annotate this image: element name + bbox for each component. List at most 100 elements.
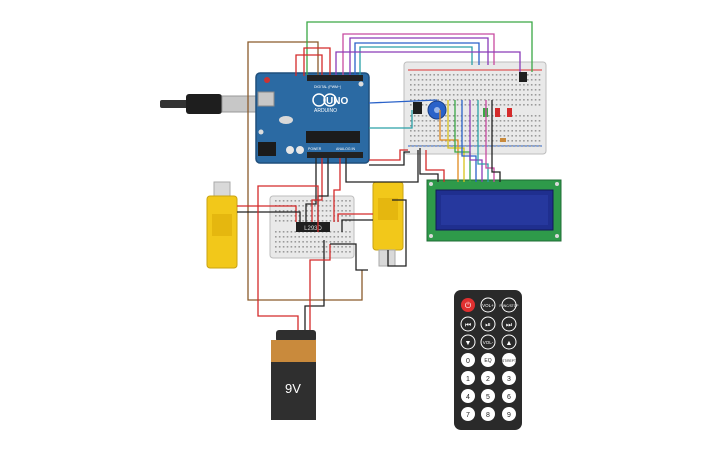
ir-receiver[interactable] (413, 102, 422, 114)
wire-ic-1[interactable] (305, 158, 317, 222)
driver-ic-chip[interactable] (296, 222, 330, 232)
breadboard-hole (495, 120, 498, 122)
remote-st-rept-button[interactable]: ST/REPT (502, 353, 516, 367)
wire-lcd-4[interactable] (461, 100, 477, 182)
remote-1-button[interactable]: 1 (461, 371, 475, 385)
breadboard-hole (275, 241, 277, 243)
wire-ic-ground[interactable] (330, 243, 368, 271)
remote-up-button[interactable]: ▲ (501, 334, 517, 350)
breadboard-hole (278, 231, 281, 233)
remote-5-button[interactable]: 5 (481, 389, 495, 403)
remote-power-button[interactable]: ⏻ (461, 298, 475, 312)
breadboard-hole (286, 210, 289, 212)
breadboard-hole (491, 135, 494, 137)
remote-0-button[interactable]: 0 (461, 353, 475, 367)
breadboard-hole (445, 145, 447, 147)
breadboard-hole (538, 104, 541, 106)
remote-7-button[interactable]: 7 (461, 407, 475, 421)
wire-lcd-6[interactable] (477, 100, 489, 182)
wire-ic-4[interactable] (333, 158, 341, 222)
breadboard-hole (437, 94, 439, 96)
breadboard-hole (429, 94, 432, 96)
usb-cable[interactable] (160, 94, 265, 114)
breadboard-hole (290, 210, 293, 212)
breadboard-hole (302, 236, 304, 238)
led-red[interactable] (495, 108, 500, 117)
remote-vol-up-button[interactable]: VOL+ (480, 297, 496, 313)
breadboard-hole (329, 215, 332, 217)
wire-gnd-bus[interactable] (345, 150, 419, 183)
breadboard-hole (476, 120, 478, 122)
led-red-2[interactable] (507, 108, 512, 117)
ir-remote[interactable]: ⏻ VOL+ FUNC/STOP ⏮ ⏯ ⏭ ▼ VOL- (454, 290, 522, 430)
remote-eq-button[interactable]: EQ (481, 353, 495, 367)
remote-fast-forward-button[interactable]: ⏭ (501, 316, 517, 332)
wire-teal-top[interactable] (359, 46, 473, 75)
wire-pink[interactable] (342, 33, 495, 75)
arduino-uno[interactable]: UNO ARDUINO DIGITAL (PWM~) ANALOG IN POW… (255, 72, 370, 164)
remote-vol-down-button[interactable]: VOL- (480, 334, 496, 350)
pushbutton-sensor[interactable] (519, 72, 527, 82)
wire-ic-2[interactable] (311, 158, 323, 222)
wire-lcd-1[interactable] (439, 110, 459, 182)
breadboard-hole (523, 135, 525, 137)
wire-battery-positive[interactable] (257, 185, 319, 330)
wire-battery-negative[interactable] (304, 240, 325, 330)
wire-motor-left-a[interactable] (237, 205, 297, 222)
breadboard-hole (538, 74, 541, 76)
breadboard-hole (282, 220, 285, 222)
breadboard-hole (511, 79, 513, 81)
remote-rewind-button[interactable]: ⏮ (460, 316, 476, 332)
breadboard-hole (417, 115, 420, 117)
wire-ir-signal[interactable] (369, 110, 413, 129)
potentiometer[interactable] (427, 100, 447, 120)
breadboard-hole (417, 145, 420, 147)
wire-lcd-power[interactable] (425, 150, 445, 182)
motor-right[interactable] (372, 181, 404, 267)
wire-lcd-7[interactable] (485, 100, 495, 182)
wire-red-top[interactable] (295, 54, 323, 76)
breadboard-hole (337, 251, 339, 253)
remote-4-button[interactable]: 4 (461, 389, 475, 403)
breadboard-hole (456, 130, 459, 132)
wire-red-short[interactable] (303, 47, 331, 76)
breadboard-hole (503, 130, 506, 132)
remote-6-button[interactable]: 6 (502, 389, 516, 403)
remote-3-button[interactable]: 3 (502, 371, 516, 385)
arduino-reset-button[interactable] (264, 77, 270, 83)
lcd-display[interactable] (426, 179, 562, 242)
wire-motor-right-b[interactable] (341, 219, 373, 232)
breadboard-hole (437, 120, 439, 122)
breadboard-hole (413, 120, 416, 122)
wire-purple-2[interactable] (335, 51, 521, 75)
remote-8-button[interactable]: 8 (481, 407, 495, 421)
breadboard-hole (445, 125, 447, 127)
wire-lcd-5[interactable] (469, 100, 483, 182)
breadboard-hole (437, 84, 439, 86)
breadboard-hole (534, 84, 537, 86)
wire-5v[interactable] (369, 149, 408, 161)
wire-motor-right-loop[interactable] (387, 199, 407, 267)
wire-motor-right-a[interactable] (337, 213, 373, 222)
motor-left[interactable] (206, 181, 238, 269)
breadboard-hole (503, 115, 506, 117)
remote-2-button[interactable]: 2 (481, 371, 495, 385)
wire-lcd-ground[interactable] (419, 148, 439, 182)
battery-9v[interactable]: 9V (271, 330, 316, 420)
remote-play-pause-button[interactable]: ⏯ (480, 316, 496, 332)
breadboard-hole (452, 145, 455, 147)
remote-9-button[interactable]: 9 (502, 407, 516, 421)
wire-blue-top[interactable] (354, 42, 480, 75)
wire-pot-signal[interactable] (368, 99, 438, 104)
breadboard-hole (468, 84, 471, 86)
wire-gnd[interactable] (369, 151, 410, 166)
wire-battery-vs[interactable] (309, 244, 331, 330)
remote-func-stop-button[interactable]: FUNC/STOP (500, 297, 520, 313)
wire-lcd-2[interactable] (447, 100, 465, 182)
breadboard-hole (425, 115, 428, 117)
breadboard-hole (321, 246, 324, 248)
wire-lcd-8[interactable] (491, 100, 501, 182)
remote-down-button[interactable]: ▼ (460, 334, 476, 350)
breadboard-hole (290, 241, 293, 243)
